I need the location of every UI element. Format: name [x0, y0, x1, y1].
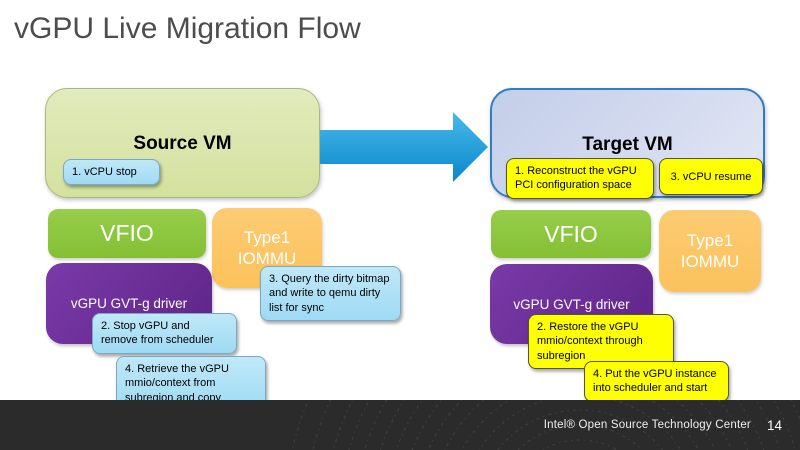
- page-title: vGPU Live Migration Flow: [14, 12, 361, 45]
- page-number: 14: [766, 417, 782, 433]
- target-vm-label: Target VM: [582, 134, 673, 155]
- source-type1-iommu-label: Type1 IOMMU: [237, 227, 297, 268]
- binary-circuit-pattern: [291, 400, 800, 450]
- target-vm-panel: Target VM 1. Reconstruct the vGPU PCI co…: [490, 88, 765, 199]
- source-vm-label: Source VM: [133, 133, 232, 154]
- source-step-vcpu-stop: 1. vCPU stop: [63, 159, 160, 186]
- footer-bar: Intel® Open Source Technology Center 14: [0, 400, 800, 450]
- source-vm-panel: Source VM 1. vCPU stop: [45, 88, 320, 198]
- target-type1-iommu-label: Type1 IOMMU: [680, 230, 740, 271]
- flow-arrow-icon: [320, 112, 488, 182]
- footer-brand-text: Intel® Open Source Technology Center: [543, 419, 751, 431]
- target-vfio-block: VFIO: [491, 210, 651, 258]
- source-step-stop-vgpu: 2. Stop vGPU and remove from scheduler: [92, 313, 237, 354]
- source-vfio-block: VFIO: [48, 209, 206, 258]
- target-type1-iommu-block: Type1 IOMMU: [659, 210, 761, 292]
- target-step-vcpu-resume: 3. vCPU resume: [659, 158, 763, 196]
- source-step-query-dirty-bitmap: 3. Query the dirty bitmap and write to q…: [260, 266, 401, 321]
- target-step-reconstruct-pci: 1. Reconstruct the vGPU PCI configuratio…: [506, 158, 654, 199]
- target-step-put-into-scheduler: 4. Put the vGPU instance into scheduler …: [584, 361, 729, 402]
